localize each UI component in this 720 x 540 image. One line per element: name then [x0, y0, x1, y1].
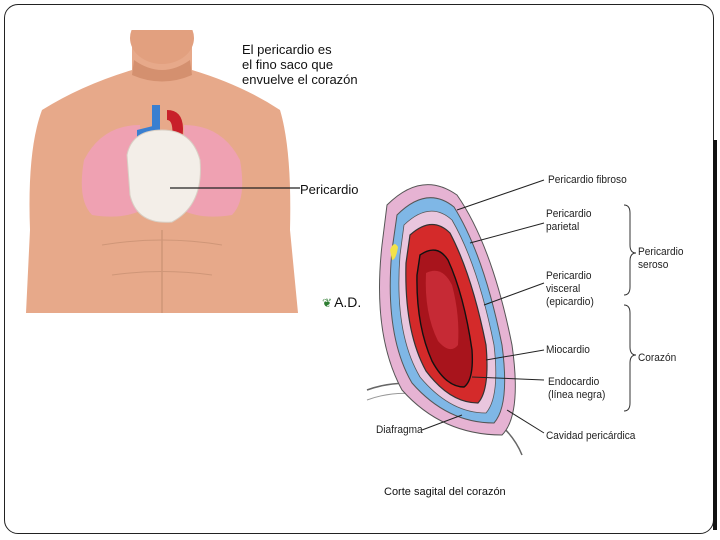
label-pericardio-fibroso: Pericardio fibroso — [548, 174, 627, 187]
label-diafragma: Diafragma — [376, 424, 423, 437]
label-corazon: Corazón — [638, 352, 676, 365]
pericardio-label: Pericardio — [300, 182, 359, 197]
label-pericardio-seroso: Pericardio seroso — [638, 246, 713, 272]
adam-logo: ❦A.D. — [322, 294, 361, 310]
label-pericardio-parietal: Pericardio parietal — [546, 208, 592, 234]
label-endocardio: Endocardio (línea negra) — [548, 376, 605, 402]
leaf-icon: ❦ — [322, 296, 332, 310]
sagittal-section-diagram — [362, 165, 662, 465]
diagram-title: Corte sagital del corazón — [384, 486, 506, 498]
label-miocardio: Miocardio — [546, 344, 590, 357]
label-pericardio-visceral: Pericardio visceral (epicardio) — [546, 270, 594, 309]
caption-text: El pericardio es el fino saco que envuel… — [242, 42, 392, 87]
slide-shadow — [713, 140, 717, 530]
label-cavidad-pericardica: Cavidad pericárdica — [546, 430, 635, 443]
logo-text: A.D. — [334, 294, 361, 310]
